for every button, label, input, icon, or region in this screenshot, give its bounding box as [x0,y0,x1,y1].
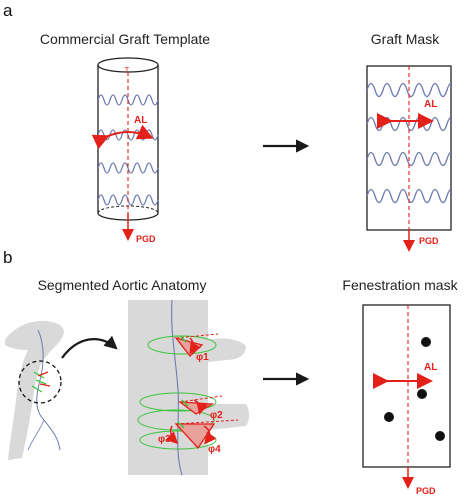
panel-b-left-title: Segmented Aortic Anatomy [38,277,207,293]
graft-cylinder: T AL PGD [91,57,159,244]
cylinder-al-label: AL [134,115,147,126]
phi-2-label: φ2 [210,410,223,421]
graft-mask: AL PGD [366,65,452,252]
fenestration-dot [417,389,427,399]
panel-a-left-title: Commercial Graft Template [40,31,210,47]
panel-b-right-title: Fenestration mask [342,277,458,293]
cylinder-top-marker: T [125,67,130,74]
cylinder-pgd-label: PGD [136,234,156,244]
phi-1-label: φ1 [196,352,209,363]
fenestration-dot [435,431,445,441]
fenestration-dot [384,412,394,422]
phi-4-label: φ4 [208,444,221,455]
mask-pgd-label: PGD [419,236,439,246]
panel-a-letter: a [3,1,13,20]
phi-3-label: φ3 [158,434,171,445]
aorta-overview [5,320,64,460]
panel-a-right-title: Graft Mask [371,31,440,47]
fenestration-mask: AL PGD [362,304,451,496]
curved-arrow-icon [61,335,118,359]
phi-labels: φ1 φ2 φ3 φ4 [158,352,223,455]
cylinder-al-arc [91,124,154,150]
fenestration-dot [421,337,431,347]
panel-b-letter: b [3,248,12,267]
fenestration-pgd-label: PGD [416,486,436,496]
mask-al-label: AL [424,99,437,110]
aorta-zoom [128,299,249,476]
magnifier-circle-icon [18,360,62,404]
fenestration-al-label: AL [424,362,437,373]
